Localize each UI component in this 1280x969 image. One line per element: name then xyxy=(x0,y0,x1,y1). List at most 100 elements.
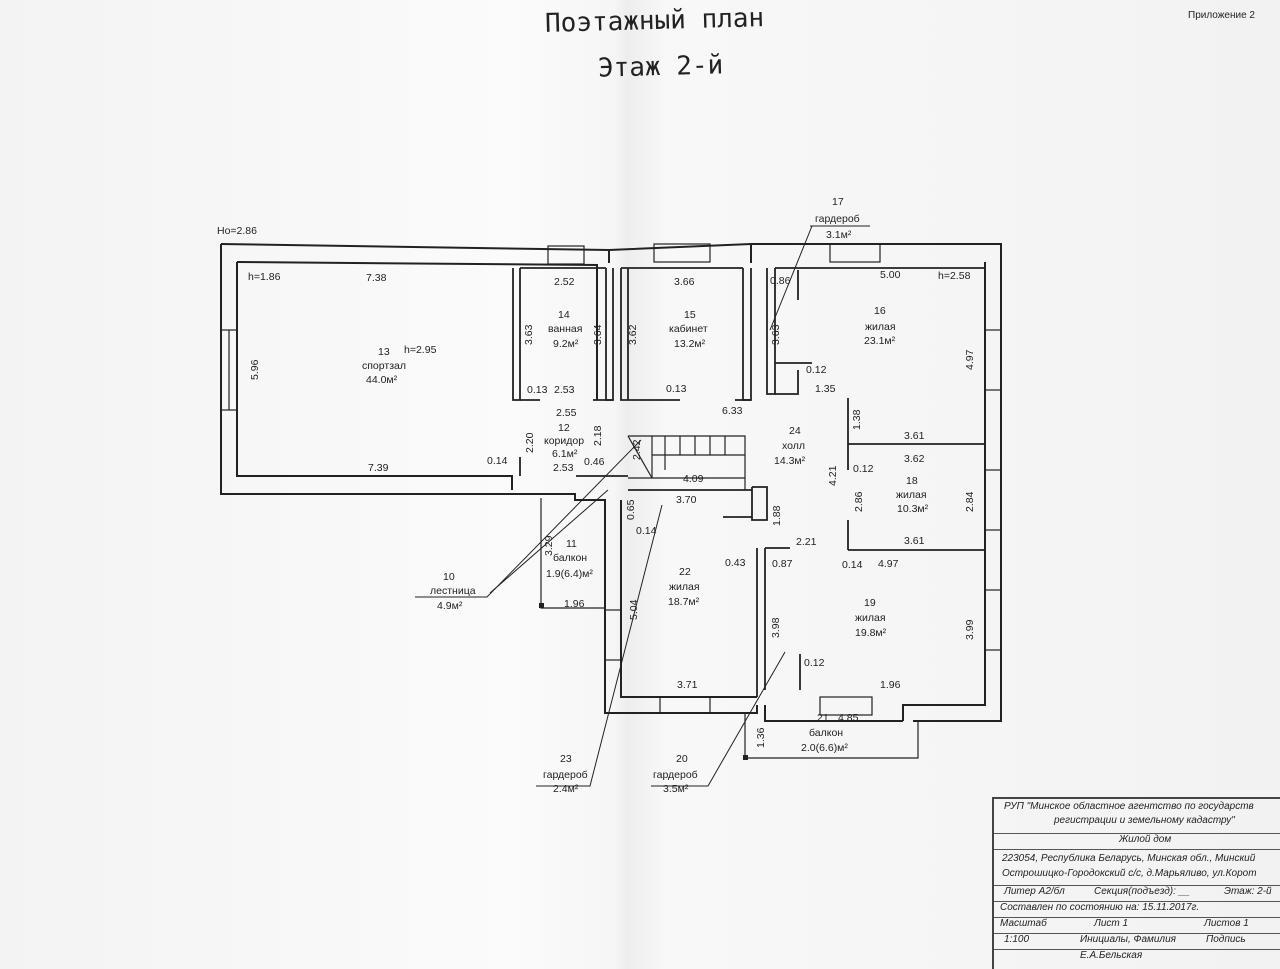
dim-label: 0.43 xyxy=(725,557,746,569)
room-number: 18 xyxy=(906,475,918,487)
leader-lines xyxy=(415,225,870,787)
dim-label: 3.99 xyxy=(964,619,976,640)
scale-label: Масштаб xyxy=(1000,918,1047,929)
room-number: 17 xyxy=(832,196,844,208)
room-area: 13.2м² xyxy=(674,338,706,350)
room-area: 2.0(6.6)м² xyxy=(801,742,848,754)
room-area: 44.0м² xyxy=(366,374,398,386)
dim-label: 2.55 xyxy=(556,407,577,419)
room-number: 19 xyxy=(864,597,876,609)
signature-label: Подпись xyxy=(1206,934,1246,945)
room-number: 21 xyxy=(817,712,829,724)
dim-label: 3.64 xyxy=(592,324,604,345)
room-area: 2.4м² xyxy=(553,783,579,795)
dim-label: 7.38 xyxy=(366,272,387,284)
dim-label: 1.36 xyxy=(755,727,767,748)
dim-label: 5.00 xyxy=(880,269,901,281)
sheets-label: Листов 1 xyxy=(1204,918,1249,929)
dim-label: 0.87 xyxy=(772,558,793,570)
dim-label: 0.46 xyxy=(584,456,605,468)
dim-label: 4.97 xyxy=(964,349,976,370)
room-name: гардероб xyxy=(653,769,698,781)
dim-label: 1.96 xyxy=(880,679,901,691)
room-area: 9.2м² xyxy=(553,338,579,350)
dim-label: 0.86 xyxy=(770,275,791,287)
address-line-1: 223054, Республика Беларусь, Минская обл… xyxy=(1002,853,1256,864)
room-18-living: 18 жилая 10.3м² xyxy=(896,475,929,515)
dim-label: h=2.95 xyxy=(404,344,437,356)
dim-label: 0.13 xyxy=(666,383,687,395)
room-name: кабинет xyxy=(669,323,708,335)
dim-label: h=1.86 xyxy=(248,271,281,283)
room-name: балкон xyxy=(553,552,587,564)
room-number: 13 xyxy=(378,346,390,358)
title-block-sheets: Масштаб Лист 1 Листов 1 xyxy=(994,917,1280,934)
dim-label: 1.88 xyxy=(771,505,783,526)
dim-label: h=2.58 xyxy=(938,270,971,282)
room-name: гардероб xyxy=(543,769,588,781)
org-name: РУП "Минское областное агентство по госу… xyxy=(1004,801,1254,812)
room-number: 20 xyxy=(676,753,688,765)
composed-date: Составлен по состоянию на: 15.11.2017г. xyxy=(1000,902,1200,913)
title-block-name: Е.А.Бельская xyxy=(994,949,1280,965)
dim-label: 3.62 xyxy=(627,324,639,345)
room-number: 11 xyxy=(566,538,577,550)
room-name: коридор xyxy=(544,435,584,447)
dim-label: 0.14 xyxy=(636,525,657,537)
dim-label: 2.53 xyxy=(553,462,574,474)
room-15-office: 15 кабинет 13.2м² xyxy=(669,309,708,350)
room-23-wardrobe: 23 гардероб 2.4м² xyxy=(543,753,588,795)
title-block-address: 223054, Республика Беларусь, Минская обл… xyxy=(994,849,1280,886)
room-area: 4.9м² xyxy=(437,600,463,612)
room-area: 10.3м² xyxy=(897,503,929,515)
dim-label: 4.21 xyxy=(827,465,839,486)
room-13-gym: 13 спортзал 44.0м² xyxy=(362,346,406,386)
dim-label: 1.96 xyxy=(564,598,585,610)
room-17-wardrobe: 17 гардероб 3.1м² xyxy=(815,196,860,241)
room-area: 3.1м² xyxy=(826,229,852,241)
dim-label: 2.18 xyxy=(592,425,604,446)
room-name: жилая xyxy=(865,321,896,333)
title-block-composed: Составлен по состоянию на: 15.11.2017г. xyxy=(994,901,1280,918)
dim-label: 2.42 xyxy=(631,439,643,460)
dim-label: 0.14 xyxy=(487,455,508,467)
room-10-staircase: 10 лестница 4.9м² xyxy=(430,571,476,612)
litera-value: Литер А2/бл xyxy=(1004,886,1065,897)
room-21-balcony: 21 балкон 2.0(6.6)м² xyxy=(801,712,848,754)
dim-label: 0.12 xyxy=(806,364,827,376)
section-value: Секция(подъезд): __ xyxy=(1094,886,1190,897)
room-name: холл xyxy=(782,440,805,452)
room-20-wardrobe: 20 гардероб 3.5м² xyxy=(653,753,698,795)
dim-label: 0.13 xyxy=(527,384,548,396)
title-block: РУП "Минское областное агентство по госу… xyxy=(992,797,1280,969)
dim-label: 4.97 xyxy=(878,558,899,570)
room-name: жилая xyxy=(669,581,700,593)
title-block-signature: 1:100 Инициалы, Фамилия Подпись xyxy=(994,933,1280,950)
object-name: Жилой дом xyxy=(1119,834,1172,845)
dim-label: 3.29 xyxy=(543,535,555,556)
dim-label: 4.85 xyxy=(838,712,859,724)
dim-label: 3.62 xyxy=(904,453,925,465)
dim-label: 7.39 xyxy=(368,462,389,474)
interior-walls xyxy=(512,267,985,697)
room-number: 22 xyxy=(679,566,691,578)
ho-label: Hо=2.86 xyxy=(217,225,257,237)
floor-value: Этаж: 2-й xyxy=(1224,886,1272,897)
room-22-living: 22 жилая 18.7м² xyxy=(668,566,700,608)
room-12-corridor: 12 коридор 6.1м² xyxy=(544,422,584,460)
room-name: спортзал xyxy=(362,360,406,372)
dim-label: 1.38 xyxy=(851,409,863,430)
room-name: ванная xyxy=(548,323,582,335)
room-name: жилая xyxy=(896,489,927,501)
dim-label: 2.21 xyxy=(796,536,817,548)
dim-label: 3.61 xyxy=(904,535,925,547)
room-name: жилая xyxy=(855,612,886,624)
dim-label: 2.84 xyxy=(964,491,976,512)
dim-label: 3.63 xyxy=(523,324,535,345)
room-area: 23.1м² xyxy=(864,335,896,347)
dim-label: 3.70 xyxy=(676,494,697,506)
dim-label: 3.71 xyxy=(677,679,698,691)
executor-name: Е.А.Бельская xyxy=(1080,950,1143,961)
room-11-balcony: 11 балкон 1.9(6.4)м² xyxy=(546,538,593,580)
dim-label: 0.12 xyxy=(804,657,825,669)
